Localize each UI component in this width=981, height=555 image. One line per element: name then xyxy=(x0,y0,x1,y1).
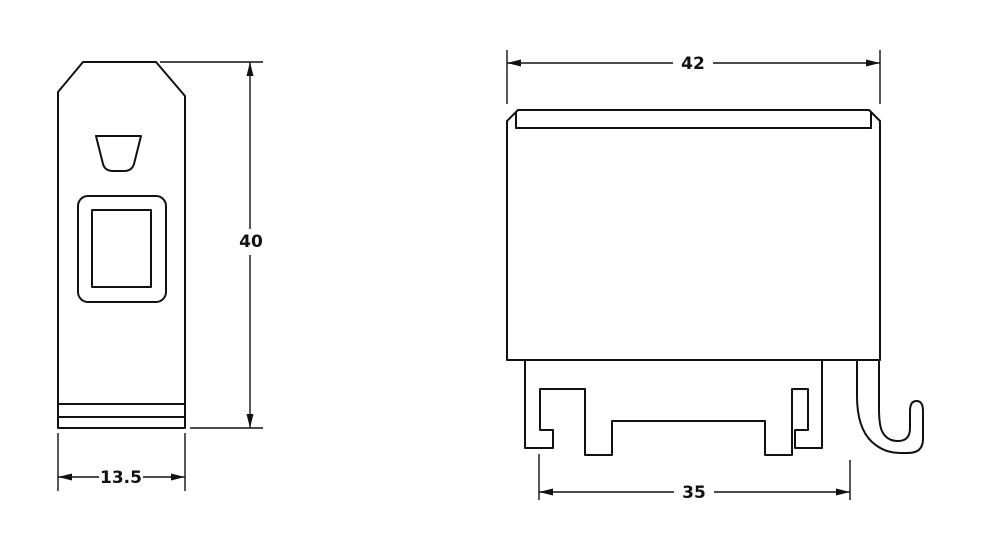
front-view-din-rail-foot-profile xyxy=(524,359,823,456)
dimension-label-side-height: 40 xyxy=(239,232,263,252)
arrowhead-right xyxy=(836,488,850,496)
front-view-body-outline xyxy=(506,109,881,361)
dimension-label-side-width: 13.5 xyxy=(100,468,142,488)
arrowhead-top xyxy=(246,62,254,76)
dimension-label-front-width: 42 xyxy=(681,54,705,74)
arrowhead-right xyxy=(866,59,880,67)
arrowhead-left xyxy=(507,59,521,67)
arrowhead-left xyxy=(539,488,553,496)
front-view: 42 35 xyxy=(506,50,924,503)
dimension-front-width: 42 xyxy=(506,50,881,104)
side-view: 13.5 40 xyxy=(57,61,263,491)
dimension-rail-width: 35 xyxy=(538,454,851,503)
arrowhead-right xyxy=(171,473,185,481)
dimension-side-width: 13.5 xyxy=(57,433,186,491)
side-view-upper-opening xyxy=(95,135,142,172)
front-view-rail-hook xyxy=(856,359,924,454)
arrowhead-bottom xyxy=(246,414,254,428)
arrowhead-left xyxy=(58,473,72,481)
side-view-terminal-window xyxy=(91,209,152,288)
dimension-side-height: 40 xyxy=(160,61,263,429)
side-view-terminal-frame xyxy=(77,195,167,303)
dimension-label-rail-width: 35 xyxy=(682,483,706,503)
side-view-body-outline xyxy=(57,61,186,429)
